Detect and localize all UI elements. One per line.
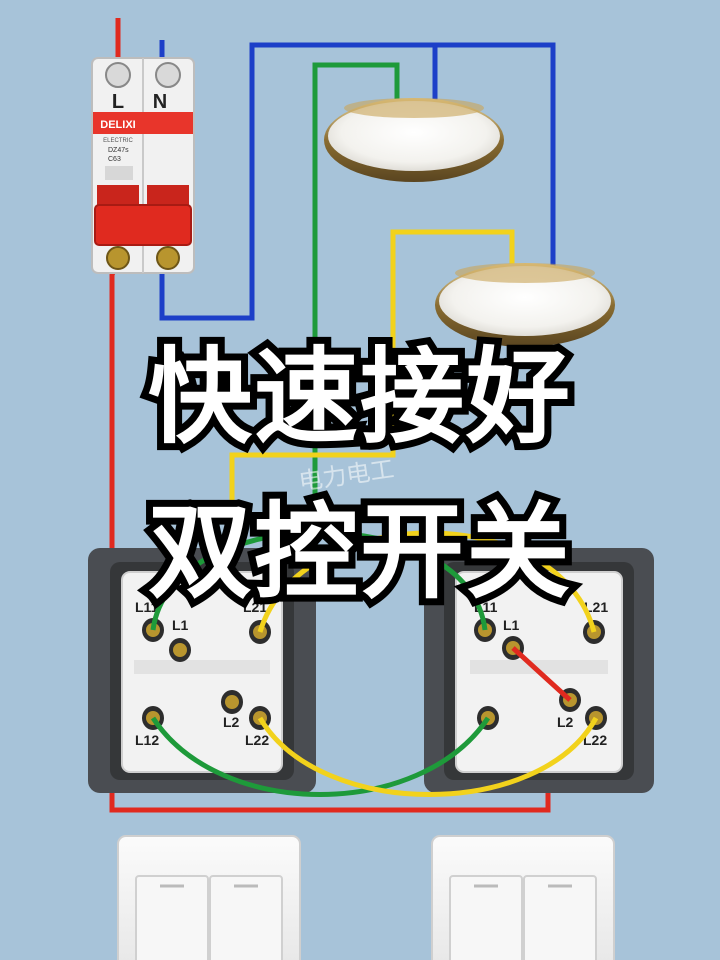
breaker-model: DZ47s xyxy=(108,147,129,154)
terminal-label: L2 xyxy=(557,714,574,730)
title-line-1: 快速接好 xyxy=(141,336,577,458)
ceiling-lamp-1 xyxy=(324,98,504,182)
ceiling-lamp-2 xyxy=(435,263,615,347)
phase-link-right xyxy=(511,646,572,702)
terminal-label: L21 xyxy=(243,599,267,615)
terminal-label: L22 xyxy=(245,732,269,748)
terminal-label: L2 xyxy=(223,714,240,730)
terminal-label: L22 xyxy=(583,732,607,748)
green-traveler-top xyxy=(150,530,488,631)
terminal-l1 xyxy=(169,638,191,662)
terminal-l2 xyxy=(221,690,243,714)
wall-switch-plate-right xyxy=(431,835,615,960)
green-traveler-bottom xyxy=(150,716,491,797)
terminal-label: L1 xyxy=(503,617,520,633)
terminal-label: L12 xyxy=(135,732,159,748)
title-line-2: 双控开关 xyxy=(141,491,577,613)
breaker-label-l: L xyxy=(112,91,124,113)
circuit-breaker: L N DELIXI ELECTRIC DZ47s C63 xyxy=(91,57,195,274)
terminal-label: L1 xyxy=(172,617,189,633)
breaker-rating: C63 xyxy=(108,156,121,163)
yellow-traveler-top xyxy=(257,530,597,633)
terminal-label: L11 xyxy=(135,599,159,615)
breaker-label-n: N xyxy=(153,91,167,113)
yellow-traveler-bottom xyxy=(257,716,599,797)
watermark: 电力电工 xyxy=(297,455,396,496)
terminal-label: L21 xyxy=(584,599,608,615)
neutral-wire-to-lamps xyxy=(159,42,556,321)
wall-switch-plate-left xyxy=(117,835,301,960)
yellow-wire-lamp2 xyxy=(229,229,515,715)
breaker-sub: ELECTRIC xyxy=(103,138,133,144)
breaker-brand: DELIXI xyxy=(100,119,135,131)
